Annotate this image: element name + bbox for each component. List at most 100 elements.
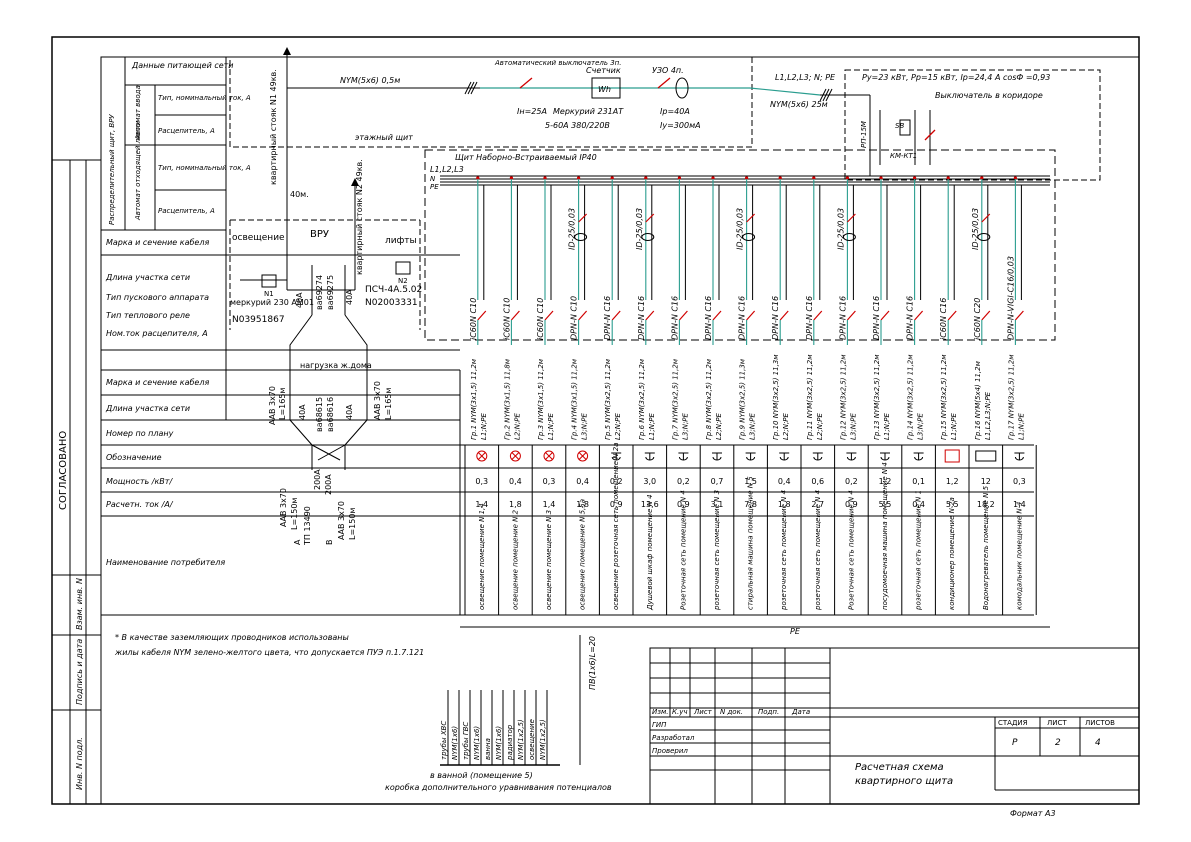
group-power: 1,2 bbox=[879, 477, 892, 486]
bath-caption-2: коробка дополнительного уравнивания поте… bbox=[385, 783, 612, 792]
bus-n: N bbox=[430, 175, 436, 183]
group-breaker-contact bbox=[578, 310, 588, 321]
bath-caption-1: в ванной (помещение 5) bbox=[430, 771, 533, 780]
riser1-text: квартирный стояк N1 49кв. bbox=[269, 69, 278, 185]
group-current: 2,7 bbox=[811, 500, 824, 509]
group-phase-label: L1,L2,L3;N;PE bbox=[984, 391, 992, 440]
a40a: 40А bbox=[295, 292, 304, 308]
current-label: Расчетн. ток /А/ bbox=[106, 500, 174, 509]
group-device-label: DPN-N C16 bbox=[704, 296, 713, 340]
main-breaker[interactable] bbox=[519, 77, 533, 89]
bath-pe-cable: ПВ(1х6)L=20 bbox=[588, 636, 597, 690]
inv-replace-label: Взам. инв. N bbox=[75, 578, 84, 630]
group-breaker-contact bbox=[611, 310, 621, 321]
group-current: 1,8 bbox=[576, 500, 589, 509]
group-power: 1,5 bbox=[744, 477, 757, 486]
group-current: 0,4 bbox=[912, 500, 925, 509]
socket-icon bbox=[611, 452, 622, 461]
group-power: 0,6 bbox=[811, 477, 824, 486]
group-cable-label: Гр.7 NYM(3х2,5) 11,2м bbox=[671, 358, 679, 440]
note-line-1: * В качестве заземляющих проводников исп… bbox=[115, 633, 349, 642]
group-phase-label: L1;N;PE bbox=[883, 412, 891, 440]
group-consumer-name: Розеточная сеть помещение N 4 bbox=[679, 490, 687, 610]
equipment-label: Обозначение bbox=[106, 453, 162, 462]
group-device-label: DPN-N C16 bbox=[805, 296, 814, 340]
meter-sym: Wh bbox=[598, 85, 611, 94]
group-cable-label: Гр.10 NYM(3х2,5) 11,3м bbox=[772, 354, 780, 440]
br1: ва69274 bbox=[315, 275, 324, 310]
group-consumer-name: Душевой шкаф помещение N 4 bbox=[646, 494, 654, 611]
bus-tap bbox=[980, 176, 984, 180]
rcd-label: ID-25/0,03 bbox=[568, 208, 577, 250]
uzo-switch[interactable] bbox=[657, 77, 671, 89]
rcd-label: ID-25/0,03 bbox=[971, 208, 980, 250]
lamp-icon-x2 bbox=[545, 452, 553, 460]
br3: ва68615 bbox=[315, 397, 324, 432]
tb-col3: Лист bbox=[693, 708, 713, 716]
main-breaker-label: Автоматический выключатель 3п. bbox=[494, 59, 621, 67]
group-device-label: DPN-N C16 bbox=[603, 296, 612, 340]
group-device-label: DPN-N C16 bbox=[906, 296, 915, 340]
group-phase-label: L1;N;PE bbox=[1017, 412, 1025, 440]
sheets-header: ЛИСТОВ bbox=[1085, 719, 1115, 727]
group-device-label: iC60N C16 bbox=[939, 298, 948, 340]
lamp-icon-x2 bbox=[578, 452, 587, 460]
tp-len-l: L=150м bbox=[290, 498, 299, 530]
group-consumer-name: комодальник помещение N 4 bbox=[1015, 502, 1023, 610]
floor-panel-text: этажный щит bbox=[355, 133, 413, 142]
group-type-label: Тип, номинальный ток, А bbox=[158, 164, 251, 172]
group-power: 0,3 bbox=[1013, 477, 1026, 486]
cable-left: ААВ 3х70 bbox=[268, 386, 277, 425]
group-consumer-name: освещение помещение N 3 bbox=[545, 510, 553, 610]
group-consumer-name: освещение помещение N 5,5а bbox=[579, 499, 587, 610]
breaker-group-label: Автомат ввода bbox=[134, 85, 142, 141]
bus-pe: PE bbox=[430, 183, 439, 191]
group-phase-label: L2;N;PE bbox=[782, 412, 790, 440]
margin-strips bbox=[52, 159, 101, 804]
bath-item-label: NYM(1х2,5) bbox=[517, 719, 525, 760]
length-label: Длина участка сети bbox=[105, 273, 190, 282]
rcd-contact bbox=[846, 213, 856, 223]
bath-item-label: радиатор bbox=[506, 724, 514, 761]
tb-developed: Разработал bbox=[652, 734, 695, 742]
uzo-in-text: Iр=40А bbox=[660, 107, 690, 116]
agreed-label: СОГЛАСОВАНО bbox=[58, 431, 69, 510]
bath-item-label: трубы ГВС bbox=[462, 722, 470, 760]
group-cable-label: Гр.15 NYM(3х2,5) 11,2м bbox=[940, 354, 948, 440]
group-breaker-contact bbox=[746, 310, 756, 321]
supply-header: Данные питающей сети bbox=[131, 61, 234, 70]
power-label: Мощность /кВт/ bbox=[106, 477, 173, 486]
bus-tap bbox=[812, 176, 816, 180]
bus-tap bbox=[610, 176, 614, 180]
group-breaker-contact bbox=[813, 310, 823, 321]
meter-range-text: 5-60А 380/220В bbox=[545, 121, 610, 130]
group-phase-label: L1;N;PE bbox=[648, 412, 656, 440]
a40c: 40А bbox=[298, 404, 307, 420]
group-power: 0,7 bbox=[711, 477, 724, 486]
socket-icon bbox=[745, 452, 756, 461]
vru-label: ВРУ bbox=[310, 229, 329, 240]
rcd-symbol bbox=[842, 233, 856, 241]
meter-box bbox=[591, 77, 621, 99]
group-device-label: DPN-N C16 bbox=[872, 296, 881, 340]
group-breaker-contact bbox=[544, 310, 554, 321]
cable-label-2: Марка и сечение кабеля bbox=[106, 378, 209, 387]
breaker-type-label: Тип, номинальный ток, А bbox=[158, 94, 251, 102]
group-power: 12 bbox=[981, 477, 991, 486]
conditioner-icon bbox=[944, 449, 960, 463]
group-device-label: iC60N C10 bbox=[469, 298, 478, 340]
stage-value: Р bbox=[1012, 738, 1018, 748]
heater-icon bbox=[975, 450, 997, 462]
group-current: 3,1 bbox=[711, 500, 724, 509]
group-power: 1,2 bbox=[946, 477, 959, 486]
group-breaker-label: Автомат отходящей линии bbox=[134, 120, 142, 221]
bus-tap bbox=[476, 176, 480, 180]
group-consumer-name: кондиционер помещение N 2а bbox=[948, 497, 956, 610]
group-consumer-name: Розеточная сеть помещение N 4 bbox=[847, 490, 855, 610]
floor-panel-box bbox=[229, 56, 753, 148]
rcd-contact bbox=[645, 213, 655, 223]
bus-tap bbox=[577, 176, 581, 180]
release-label: Ном.ток расцепителя, А bbox=[106, 329, 208, 338]
sec-a: А bbox=[293, 539, 302, 545]
group-phase-label: L2;N;PE bbox=[816, 412, 824, 440]
